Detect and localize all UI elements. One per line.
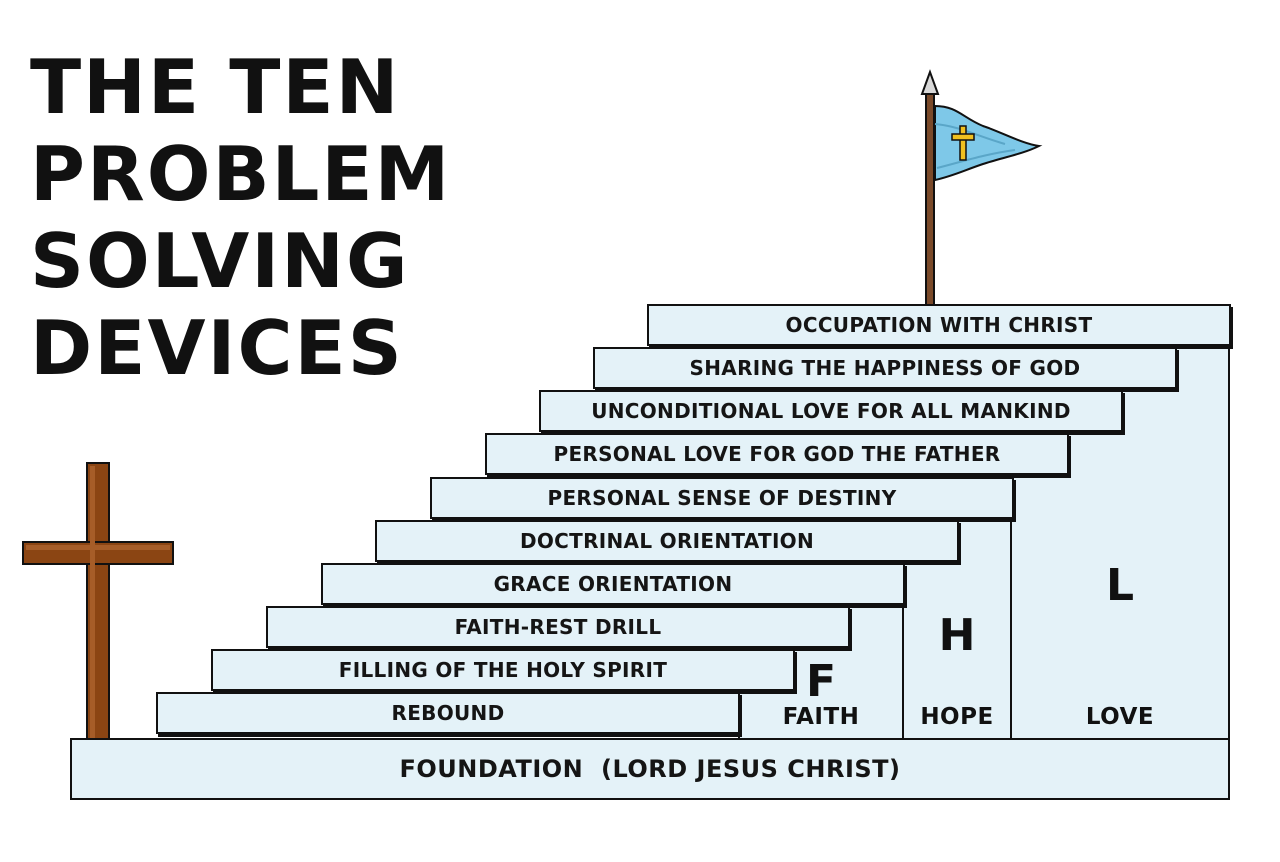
love-label: LOVE <box>1085 704 1155 730</box>
title-line-3: SOLVING <box>30 217 410 305</box>
faith-label: FAITH <box>782 704 860 730</box>
cross-icon <box>22 462 174 742</box>
hope-label: HOPE <box>920 704 994 730</box>
step-unconditional-love: UNCONDITIONAL LOVE FOR ALL MANKIND <box>539 390 1123 432</box>
hope-letter: H <box>938 610 976 661</box>
title-line-1: THE TEN <box>30 43 401 131</box>
love-letter: L <box>1105 560 1135 611</box>
step-doctrinal-orientation: DOCTRINAL ORIENTATION <box>375 520 959 562</box>
step-personal-sense-destiny: PERSONAL SENSE OF DESTINY <box>430 477 1014 519</box>
step-grace-orientation: GRACE ORIENTATION <box>321 563 905 605</box>
step-occupation-christ: OCCUPATION WITH CHRIST <box>647 304 1231 346</box>
flag-icon <box>920 69 1043 306</box>
title-line-2: PROBLEM <box>30 130 452 218</box>
title-line-4: DEVICES <box>30 304 404 392</box>
faith-letter: F <box>805 656 837 707</box>
step-faith-rest-drill: FAITH-REST DRILL <box>266 606 850 648</box>
diagram-title: THE TEN PROBLEM SOLVING DEVICES <box>30 44 451 392</box>
foundation-block: FOUNDATION (LORD JESUS CHRIST) <box>70 738 1230 800</box>
step-rebound: REBOUND <box>156 692 740 734</box>
step-filling-holy-spirit: FILLING OF THE HOLY SPIRIT <box>211 649 795 691</box>
step-sharing-happiness: SHARING THE HAPPINESS OF GOD <box>593 347 1177 389</box>
step-personal-love-god: PERSONAL LOVE FOR GOD THE FATHER <box>485 433 1069 475</box>
